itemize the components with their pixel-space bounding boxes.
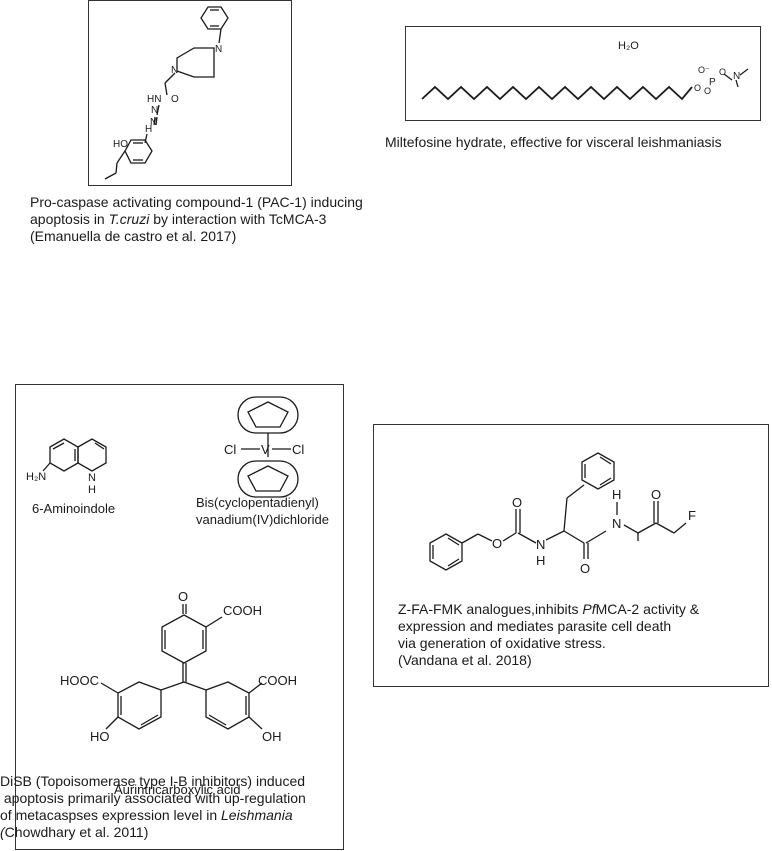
disb-structure-box: H₂N N H 6-Aminoindole Cl V Cl Bis(cyclop… <box>15 384 344 850</box>
miltefosine-atom-o2: O <box>704 86 711 96</box>
aurin-ho-left: HO <box>90 729 110 744</box>
miltefosine-water: H₂O <box>618 40 639 52</box>
vanadocene-name-line2: vanadium(IV)dichloride <box>196 512 329 527</box>
pac1-atom-o: O <box>171 94 179 105</box>
pac1-atom-hn: HN <box>147 94 161 105</box>
disb-caption-line-3-italic: Leishmania <box>221 807 293 823</box>
vanadocene-atom-cl2: Cl <box>292 442 304 457</box>
pac1-atom-n1: N <box>151 105 158 116</box>
disb-caption: DiSB (Topoisomerase type I-B inhibitors)… <box>0 773 306 841</box>
miltefosine-atom-o-minus: O⁻ <box>698 65 710 75</box>
aurin-atom-o: O <box>178 589 188 604</box>
zfafmk-atom-n1: N <box>536 537 545 552</box>
zfafmk-caption-line-1: Z-FA-FMK analogues,inhibits PfMCA-2 acti… <box>398 601 699 618</box>
pac1-atom-n-top: N <box>215 44 222 55</box>
zfafmk-atom-h2: H <box>612 487 621 502</box>
disb-caption-line-4-italic: ( <box>0 824 5 840</box>
aurin-oh-right: OH <box>262 729 282 744</box>
aminoindole-atom-h2n: H₂N <box>26 471 46 483</box>
miltefosine-atom-o3: O <box>719 67 726 77</box>
disb-caption-line-2: apoptosis primarily associated with up-r… <box>0 790 306 806</box>
pac1-caption: Pro-caspase activating compound-1 (PAC-1… <box>30 194 363 245</box>
pac1-caption-line-2-post: by interaction with TcMCA-3 <box>149 211 327 227</box>
zfafmk-caption-line-4: (Vandana et al. 2018) <box>398 652 532 668</box>
zfafmk-atom-o-amide: O <box>580 561 590 576</box>
zfafmk-atom-h1: H <box>536 553 545 568</box>
aurin-name: Aurintricarboxylic acid <box>114 782 240 797</box>
pac1-structure-box: N N HN O N N H HO <box>88 0 292 186</box>
disb-caption-line-1: DiSB (Topoisomerase type I-B inhibitors)… <box>0 773 306 789</box>
pac1-atom-ho: HO <box>113 139 128 150</box>
pac1-atom-h: H <box>145 124 152 135</box>
pac1-atom-n-pyr: N <box>171 65 178 76</box>
vanadocene-name-line1: Bis(cyclopentadienyl) <box>196 495 319 510</box>
pac1-caption-line-2-pre: apoptosis in <box>30 211 109 227</box>
miltefosine-caption: Miltefosine hydrate, effective for visce… <box>385 134 722 150</box>
pac1-caption-line-3: (Emanuella de castro et al. 2017) <box>30 228 237 244</box>
pac1-caption-line-2: apoptosis in T.cruzi by interaction with… <box>30 211 363 228</box>
aurin-hooc-left: HOOC <box>60 673 99 688</box>
pac1-caption-line-1: Pro-caspase activating compound-1 (PAC-1… <box>30 194 363 210</box>
aminoindole-atom-h: H <box>88 484 96 496</box>
vanadocene-atom-cl1: Cl <box>224 442 236 457</box>
zfafmk-atom-o-ket: O <box>651 487 661 502</box>
zfafmk-caption-line-2: expression and mediates parasite cell de… <box>398 618 672 634</box>
zfafmk-caption-line-1-pre: Z-FA-FMK analogues,inhibits <box>398 601 583 617</box>
pac1-atom-n2: N <box>150 117 157 128</box>
zfafmk-caption-line-1-italic: Pf <box>582 601 596 617</box>
disb-caption-line-3: of metacaspses expression level in Leish… <box>0 807 306 824</box>
zfafmk-box: O O N H O H N O F Z-FA-FMK analog <box>373 424 769 687</box>
disb-caption-line-4-post: Chowdhary et al. 2011) <box>4 824 149 840</box>
zfafmk-atom-o-carb: O <box>512 495 522 510</box>
disb-caption-line-3-pre: of metacaspses expression level in <box>0 807 221 823</box>
zfafmk-caption: Z-FA-FMK analogues,inhibits PfMCA-2 acti… <box>398 601 699 669</box>
pac1-caption-line-2-italic: T.cruzi <box>108 211 150 227</box>
zfafmk-atom-f: F <box>688 508 696 523</box>
zfafmk-structure-svg: O O N H O H N O F <box>429 452 696 576</box>
zfafmk-atom-n2: N <box>612 516 621 531</box>
miltefosine-structure-svg: H₂O O⁻ P O O O N <box>421 40 749 101</box>
miltefosine-atom-n-plus: N <box>733 71 740 82</box>
zfafmk-atom-o-ester: O <box>492 536 502 551</box>
vanadocene-atom-v: V <box>261 442 270 457</box>
pac1-structure-svg: N N HN O N N H HO <box>104 6 229 180</box>
zfafmk-caption-line-1-post: MCA-2 activity & <box>595 601 700 617</box>
miltefosine-atom-o1: O <box>694 83 701 93</box>
disb-caption-line-4: (Chowdhary et al. 2011) <box>0 824 306 841</box>
aminoindole-name: 6-Aminoindole <box>32 501 115 516</box>
aurin-cooh-right: COOH <box>258 673 297 688</box>
aurin-cooh-top: COOH <box>223 603 262 618</box>
aminoindole-atom-n: N <box>88 472 96 484</box>
miltefosine-structure-box: H₂O O⁻ P O O O N <box>405 26 761 121</box>
miltefosine-atom-p: P <box>709 77 716 88</box>
disb-structure-svg: H₂N N H 6-Aminoindole Cl V Cl Bis(cyclop… <box>26 396 329 797</box>
zfafmk-caption-line-3: via generation of oxidative stress. <box>398 635 606 651</box>
